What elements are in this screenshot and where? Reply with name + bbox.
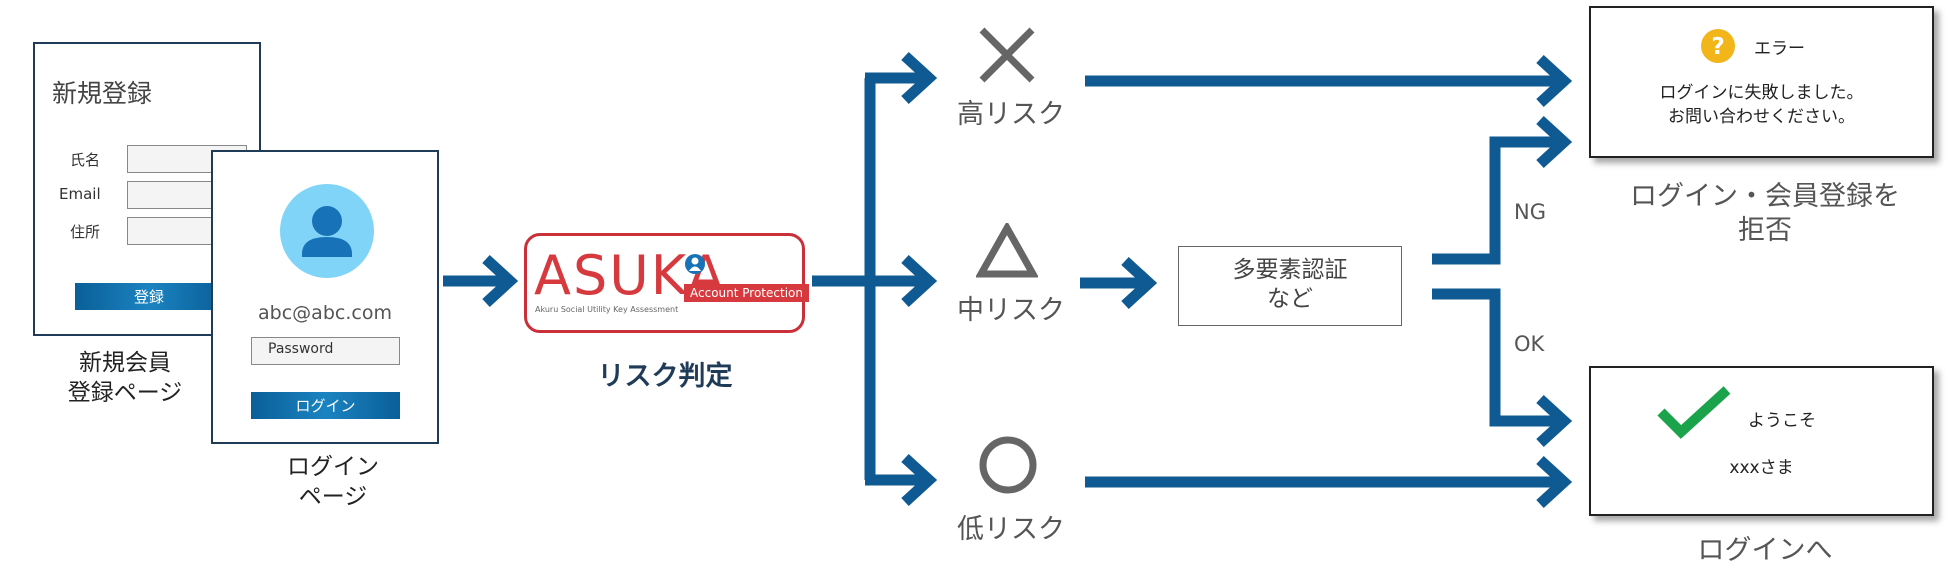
login-button[interactable]: ログイン xyxy=(251,392,400,419)
asuka-caption: リスク判定 xyxy=(597,361,733,392)
error-title: エラー xyxy=(1754,39,1805,59)
user-avatar-icon xyxy=(280,184,374,278)
success-name: xxxさま xyxy=(1729,458,1794,478)
field-label-address: 住所 xyxy=(70,223,101,241)
error-message-line2: お問い合わせください。 xyxy=(1668,107,1855,127)
error-message: ログインに失敗しました。 お問い合わせください。 xyxy=(1591,81,1932,129)
error-message-line1: ログインに失敗しました。 xyxy=(1659,83,1864,103)
arrow-head-mfa xyxy=(1121,256,1158,310)
field-label-name: 氏名 xyxy=(70,151,101,169)
error-dialog: ? エラー ログインに失敗しました。 お問い合わせください。 xyxy=(1589,6,1934,158)
branch-label-ok: OK xyxy=(1514,332,1545,356)
field-label-email: Email xyxy=(59,185,101,203)
registration-title: 新規登録 xyxy=(52,79,153,108)
arrow-head-medium xyxy=(901,254,938,308)
password-input[interactable]: Password xyxy=(251,337,400,365)
arrow-head-success xyxy=(1536,455,1573,509)
branch-label-ng: NG xyxy=(1514,200,1546,224)
registration-caption-line2: 登録ページ xyxy=(67,380,183,406)
asuka-tagline: Akuru Social Utility Key Assessment xyxy=(535,305,679,314)
registration-caption-line1: 新規会員 xyxy=(79,350,171,376)
success-title: ようこそ xyxy=(1748,411,1816,431)
arrow-head-to-asuka xyxy=(482,254,519,308)
arrow-head-high xyxy=(901,51,938,105)
login-caption-line2: ページ xyxy=(298,484,368,510)
asuka-person-icon xyxy=(685,254,705,274)
arrow-head-error xyxy=(1536,54,1573,108)
error-caption-line2: 拒否 xyxy=(1738,215,1792,246)
arrow-head-ok xyxy=(1536,394,1573,448)
asuka-logo: ASUKA Account Protection Akuru Social Ut… xyxy=(524,233,809,333)
login-caption-line1: ログイン xyxy=(287,454,379,480)
triangle-icon xyxy=(976,223,1038,278)
error-caption: ログイン・会員登録を 拒否 xyxy=(1595,180,1935,248)
login-email-text: abc@abc.com xyxy=(258,302,392,324)
mfa-line2: など xyxy=(1267,286,1313,312)
mfa-box: 多要素認証 など xyxy=(1178,246,1402,326)
risk-label-medium: 中リスク xyxy=(957,295,1065,326)
risk-label-low: 低リスク xyxy=(957,514,1065,545)
error-caption-line1: ログイン・会員登録を xyxy=(1630,181,1900,212)
registration-caption: 新規会員 登録ページ xyxy=(40,348,210,408)
arrow-head-ng xyxy=(1536,115,1573,169)
mfa-line1: 多要素認証 xyxy=(1232,257,1348,283)
circle-icon xyxy=(979,436,1037,494)
question-icon: ? xyxy=(1701,29,1735,63)
arrow-ng xyxy=(1432,136,1560,265)
asuka-badge: Account Protection xyxy=(684,284,809,302)
arrow-ok xyxy=(1432,288,1560,427)
arrow-head-low xyxy=(901,453,938,507)
checkmark-icon xyxy=(1657,386,1731,439)
login-card: abc@abc.com Password ログイン xyxy=(211,150,439,444)
success-dialog: ようこそ xxxさま xyxy=(1589,366,1934,516)
risk-label-high: 高リスク xyxy=(957,99,1065,130)
success-caption: ログインへ xyxy=(1697,535,1833,566)
login-caption: ログイン ページ xyxy=(258,452,408,512)
svg-text:?: ? xyxy=(1711,34,1724,60)
register-button[interactable]: 登録 xyxy=(75,283,223,310)
cross-icon xyxy=(979,27,1035,83)
